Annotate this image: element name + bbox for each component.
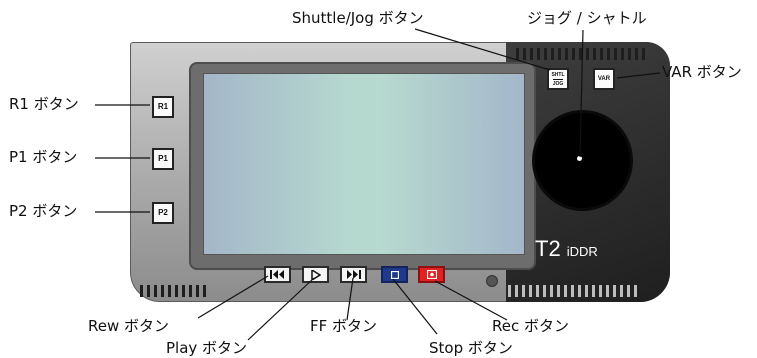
rew-button-callout: Rew ボタン [88,317,170,335]
jog-shuttle-callout: ジョグ / シャトル [527,9,647,27]
bottom-right-vent [508,282,641,301]
leader-play [247,277,315,341]
shuttle-jog-device-button[interactable]: SHTL JOG [547,68,569,90]
stop-icon [390,270,399,279]
ff-device-button[interactable] [340,266,367,283]
rec-device-button[interactable] [418,266,445,283]
leader-rec [434,280,508,321]
r1-device-button[interactable]: R1 [152,96,174,118]
jog-dial-indicator [577,156,582,161]
leader-shuttle-jog [414,28,551,71]
rec-button-callout: Rec ボタン [492,317,569,335]
play-button-callout: Play ボタン [166,339,248,357]
model-name: T2 [535,236,561,261]
small-knob [486,275,498,287]
skip-forward-icon [347,270,361,279]
var-button-callout: VAR ボタン [662,63,742,81]
shuttle-jog-bottom-text: JOG [552,78,564,87]
play-icon [310,269,321,280]
var-device-button[interactable]: VAR [593,68,615,90]
lcd-screen [203,73,525,255]
shuttle-jog-top-text: SHTL [551,71,565,78]
p1-device-button[interactable]: P1 [152,148,174,170]
bottom-left-vent [140,282,210,301]
p2-device-button[interactable]: P2 [152,202,174,224]
jog-shuttle-dial[interactable] [532,110,633,211]
top-vent [516,45,649,64]
ff-button-callout: FF ボタン [310,317,378,335]
skip-back-icon [270,270,284,279]
leader-jog-shuttle [579,29,584,158]
shuttle-jog-button-callout: Shuttle/Jog ボタン [292,9,424,27]
model-logo: T2 iDDR [535,236,598,262]
stop-device-button[interactable] [381,266,408,283]
p1-button-callout: P1 ボタン [9,148,78,166]
leader-stop [392,278,438,335]
play-device-button[interactable] [302,266,329,283]
model-suffix: iDDR [566,244,598,259]
leader-rew [197,275,269,319]
p2-button-callout: P2 ボタン [9,202,78,220]
rew-device-button[interactable] [264,266,291,283]
leader-var [616,72,661,79]
stop-button-callout: Stop ボタン [429,339,513,357]
leader-ff [346,277,354,321]
record-icon [426,270,437,279]
r1-button-callout: R1 ボタン [9,95,79,113]
